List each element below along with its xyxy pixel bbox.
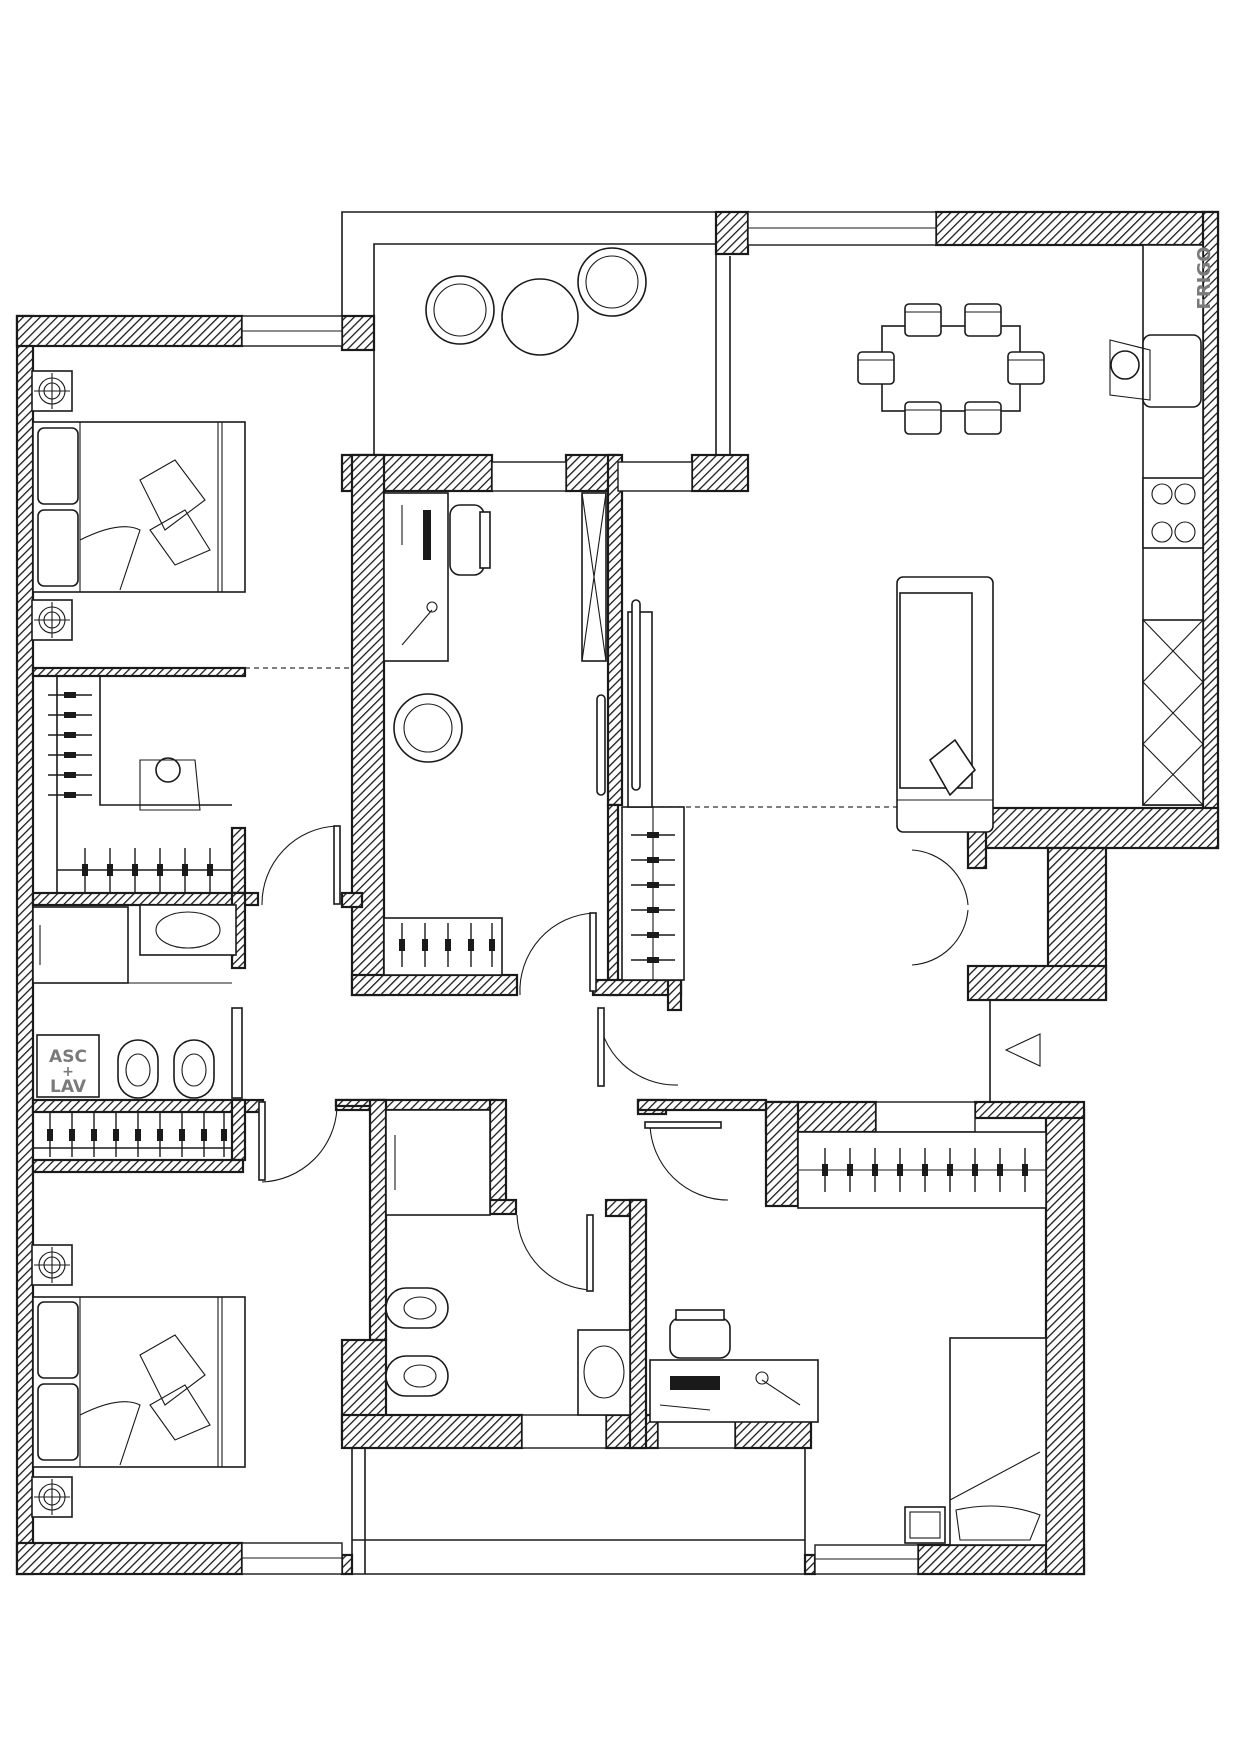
sink-icon [1142,334,1202,408]
round-table-icon [501,278,579,356]
study [383,492,607,976]
armchair-icon [425,275,495,345]
nightstand-icon [904,1506,946,1544]
bed-icon [949,1337,1047,1546]
chair-icon [964,303,1002,337]
bedroom-right [649,1131,1047,1546]
chair-icon [449,504,491,576]
washer-box: ASC + LAV [36,1034,100,1098]
bath-center [385,1109,631,1416]
chair-icon [964,401,1002,435]
chair-icon [1007,351,1045,385]
desk-icon [383,492,449,662]
bath-left: ASC + LAV [32,904,243,1099]
living: FRIGO [857,244,1215,833]
wardrobe-icon [621,599,685,981]
bedroom-top [31,370,246,641]
wardrobe-icon [33,1112,232,1158]
chair-icon [669,1309,731,1359]
bed-icon [32,421,246,593]
doors [245,667,969,1292]
asc-label: ASC [49,1047,87,1067]
balcony [425,247,647,356]
lav-label: LAV [50,1077,87,1097]
dining-table-icon [857,303,1045,435]
nightstand-icon [31,599,73,641]
nightstand-icon [31,370,73,412]
lamp-icon [761,1379,801,1406]
kitchen-counter: FRIGO [1109,244,1215,806]
bidet-icon [385,1355,449,1397]
nightstand-icon [31,1476,73,1518]
person-icon [139,757,201,811]
arrow-icon [1004,1033,1041,1067]
plus-label: + [62,1064,74,1080]
person-icon [1109,339,1151,401]
chair-icon [857,351,895,385]
fridge-label: FRIGO [1194,247,1215,310]
bidet-icon [173,1039,215,1099]
bedroom-bottom [31,1244,246,1518]
lamp-icon [401,601,438,646]
desk-icon [649,1359,819,1423]
armchair-icon [393,693,463,763]
toilet-icon [385,1287,449,1329]
nightstand-icon [31,1244,73,1286]
chair-icon [904,303,942,337]
armchair-icon [577,247,647,317]
chair-icon [904,401,942,435]
sofa-icon [896,576,994,833]
bed-icon [32,1296,246,1468]
sink-icon [577,1329,631,1416]
wardrobe-icon [47,676,232,893]
toilet-icon [117,1039,159,1099]
